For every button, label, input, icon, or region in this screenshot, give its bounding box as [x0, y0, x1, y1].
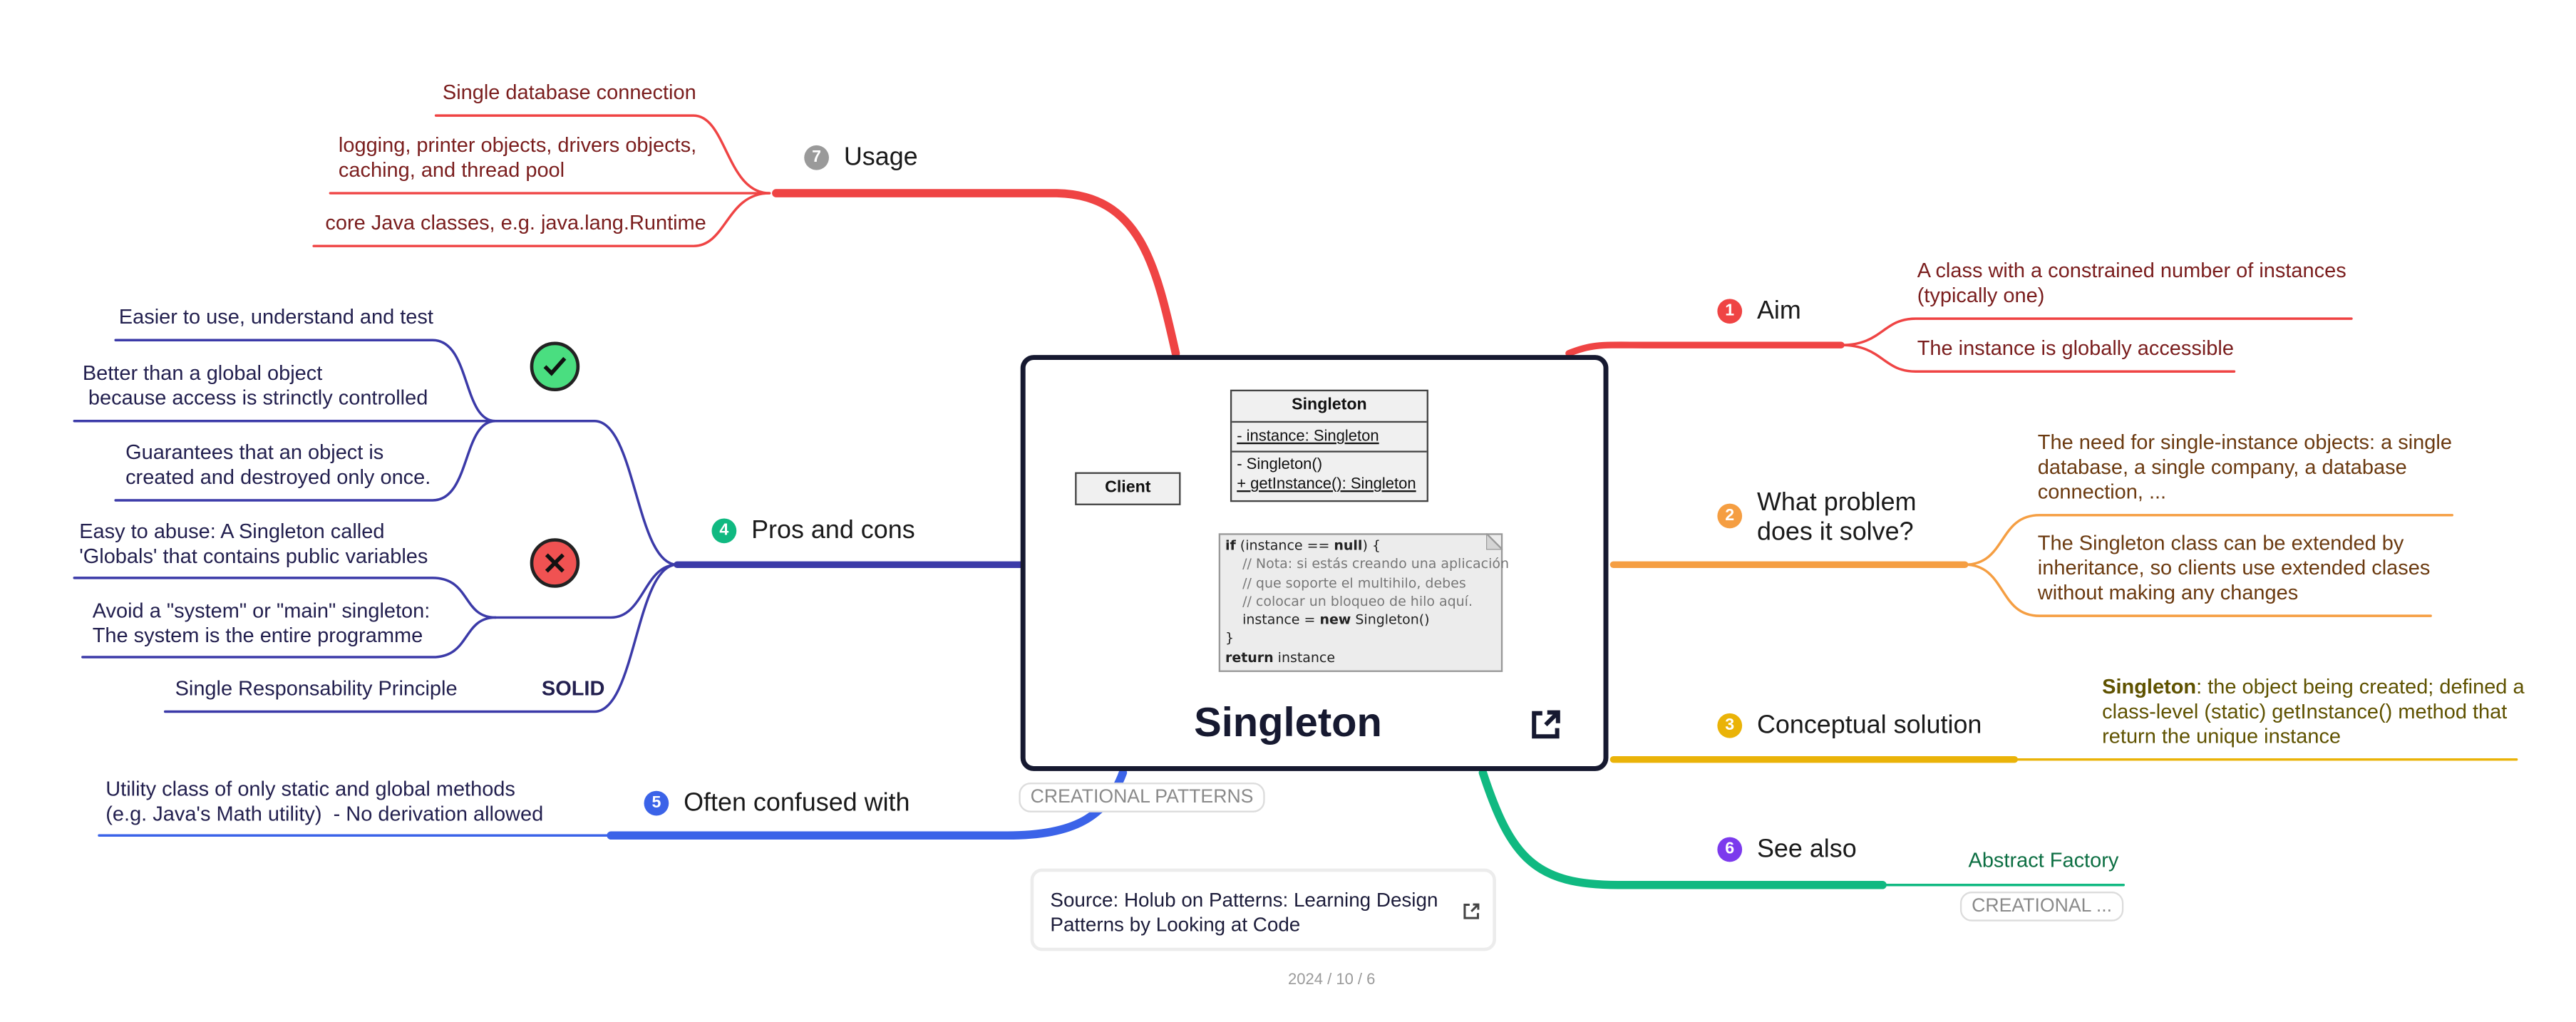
solution-item[interactable]: Singleton: the object being created; def… [2102, 676, 2524, 750]
central-title: Singleton [1194, 700, 1382, 747]
uml-class-name: Singleton [1232, 391, 1427, 423]
note-text: } [1225, 629, 1235, 646]
topic-label: Usage [843, 143, 918, 172]
cons-item[interactable]: Avoid a "system" or "main" singleton: Th… [92, 599, 431, 648]
check-icon [530, 341, 580, 392]
check-mark [543, 356, 567, 376]
uml-constructor: - Singleton() [1237, 455, 1323, 474]
topic-number: 4 [711, 518, 737, 544]
note-kw-if: if [1225, 536, 1236, 554]
usage-item[interactable]: Single database connection [442, 81, 696, 104]
link-aim-1 [1840, 317, 2353, 346]
central-tag[interactable]: CREATIONAL PATTERNS [1019, 783, 1265, 812]
note-text: instance = [1225, 611, 1320, 628]
source-text: Source: Holub on Patterns: Learning Desi… [1050, 888, 1438, 936]
topic-label: Often confused with [684, 789, 910, 817]
topic-confused[interactable]: 5 Often confused with [644, 789, 910, 819]
uml-client-box: Client [1075, 472, 1181, 505]
topic-label: What problem does it solve? [1756, 488, 1917, 547]
topic-label: See also [1756, 835, 1857, 864]
topic-label: Aim [1756, 297, 1801, 326]
link-aim-2 [1840, 344, 2236, 373]
pros-item[interactable]: Easier to use, understand and test [118, 305, 433, 329]
cross-mark [545, 553, 565, 573]
link-cons-1 [73, 577, 497, 619]
uml-class-box: Singleton - instance: Singleton - Single… [1230, 389, 1428, 502]
topic-label: Conceptual solution [1756, 711, 1982, 740]
branch-see-also [1478, 768, 1887, 889]
uml-field: - instance: Singleton [1232, 423, 1427, 453]
note-kw-new: new [1319, 611, 1351, 628]
solid-label: SOLID [541, 676, 605, 701]
problem-item[interactable]: The Singleton class can be extended by i… [2037, 531, 2431, 604]
topic-number: 5 [644, 790, 669, 816]
note-text: instance [1273, 648, 1336, 666]
confused-item[interactable]: Utility class of only static and global … [105, 778, 544, 826]
note-text: (instance == [1235, 536, 1334, 554]
note-text: ) { [1362, 536, 1381, 554]
problem-item[interactable]: The need for single-instance objects: a … [2037, 430, 2452, 504]
topic-number: 7 [804, 145, 829, 170]
link-problem-2 [1964, 563, 2432, 617]
cons-item[interactable]: Single Responsability Principle [175, 676, 458, 701]
branch-aim [1565, 341, 1845, 357]
pros-item[interactable]: Guarantees that an object is created and… [125, 440, 431, 489]
topic-problem[interactable]: 2 What problem does it solve? [1717, 489, 1916, 548]
note-comment: // Nota: si estás creando una aplicación [1225, 555, 1509, 572]
topic-number: 2 [1717, 503, 1743, 529]
topic-see-also[interactable]: 6 See also [1717, 835, 1857, 865]
link-usage-3 [312, 192, 771, 247]
topic-pros-cons[interactable]: 4 Pros and cons [711, 517, 915, 547]
note-comment: // que soporte el multihilo, debes [1225, 574, 1466, 591]
link-cons-3 [163, 563, 679, 713]
topic-number: 1 [1717, 299, 1743, 324]
note-comment: // colocar un bloqueo de hilo aquí. [1225, 592, 1473, 609]
link-usage-1 [434, 114, 771, 195]
external-link-icon[interactable] [1527, 707, 1564, 743]
branch-usage [772, 189, 1180, 358]
note-kw-null: null [1334, 536, 1363, 554]
link-cons [494, 563, 679, 619]
aim-item[interactable]: A class with a constrained number of ins… [1917, 259, 2346, 307]
usage-item[interactable]: logging, printer objects, drivers object… [338, 133, 697, 182]
topic-label: Pros and cons [751, 517, 915, 545]
cross-icon [530, 538, 580, 588]
see-also-tag[interactable]: CREATIONAL ... [1959, 892, 2124, 922]
link-pros-3 [114, 420, 497, 502]
topic-number: 3 [1717, 713, 1743, 738]
topic-aim[interactable]: 1 Aim [1717, 297, 1801, 327]
link-cons-2 [81, 616, 497, 659]
source-card[interactable]: Source: Holub on Patterns: Learning Desi… [1030, 868, 1496, 951]
link-problem-1 [1964, 514, 2454, 567]
source-link-icon[interactable] [1461, 902, 1481, 922]
uml-method: + getInstance(): Singleton [1237, 475, 1416, 494]
topic-number: 6 [1717, 837, 1743, 862]
note-text: Singleton() [1351, 611, 1430, 628]
topic-usage[interactable]: 7 Usage [804, 143, 918, 174]
note-kw-return: return [1225, 648, 1274, 666]
link-pros-1 [114, 339, 497, 423]
aim-item[interactable]: The instance is globally accessible [1917, 336, 2234, 361]
solution-item-bold: Singleton [2102, 675, 2197, 698]
uml-client-label: Client [1105, 478, 1151, 497]
topic-solution[interactable]: 3 Conceptual solution [1717, 711, 1982, 741]
link-pros [494, 420, 679, 567]
cons-item[interactable]: Easy to abuse: A Singleton called 'Globa… [79, 520, 428, 568]
solution-item-text: : the object being created; defined a cl… [2102, 675, 2525, 748]
uml-note: if (instance == null) { // Nota: si está… [1218, 533, 1509, 672]
usage-item[interactable]: core Java classes, e.g. java.lang.Runtim… [325, 211, 706, 234]
date-stamp: 2024 / 10 / 6 [1288, 971, 1376, 989]
note-fold-icon [1486, 533, 1503, 550]
pros-item[interactable]: Better than a global object because acce… [82, 361, 428, 410]
see-also-link[interactable]: Abstract Factory [1968, 848, 2119, 872]
